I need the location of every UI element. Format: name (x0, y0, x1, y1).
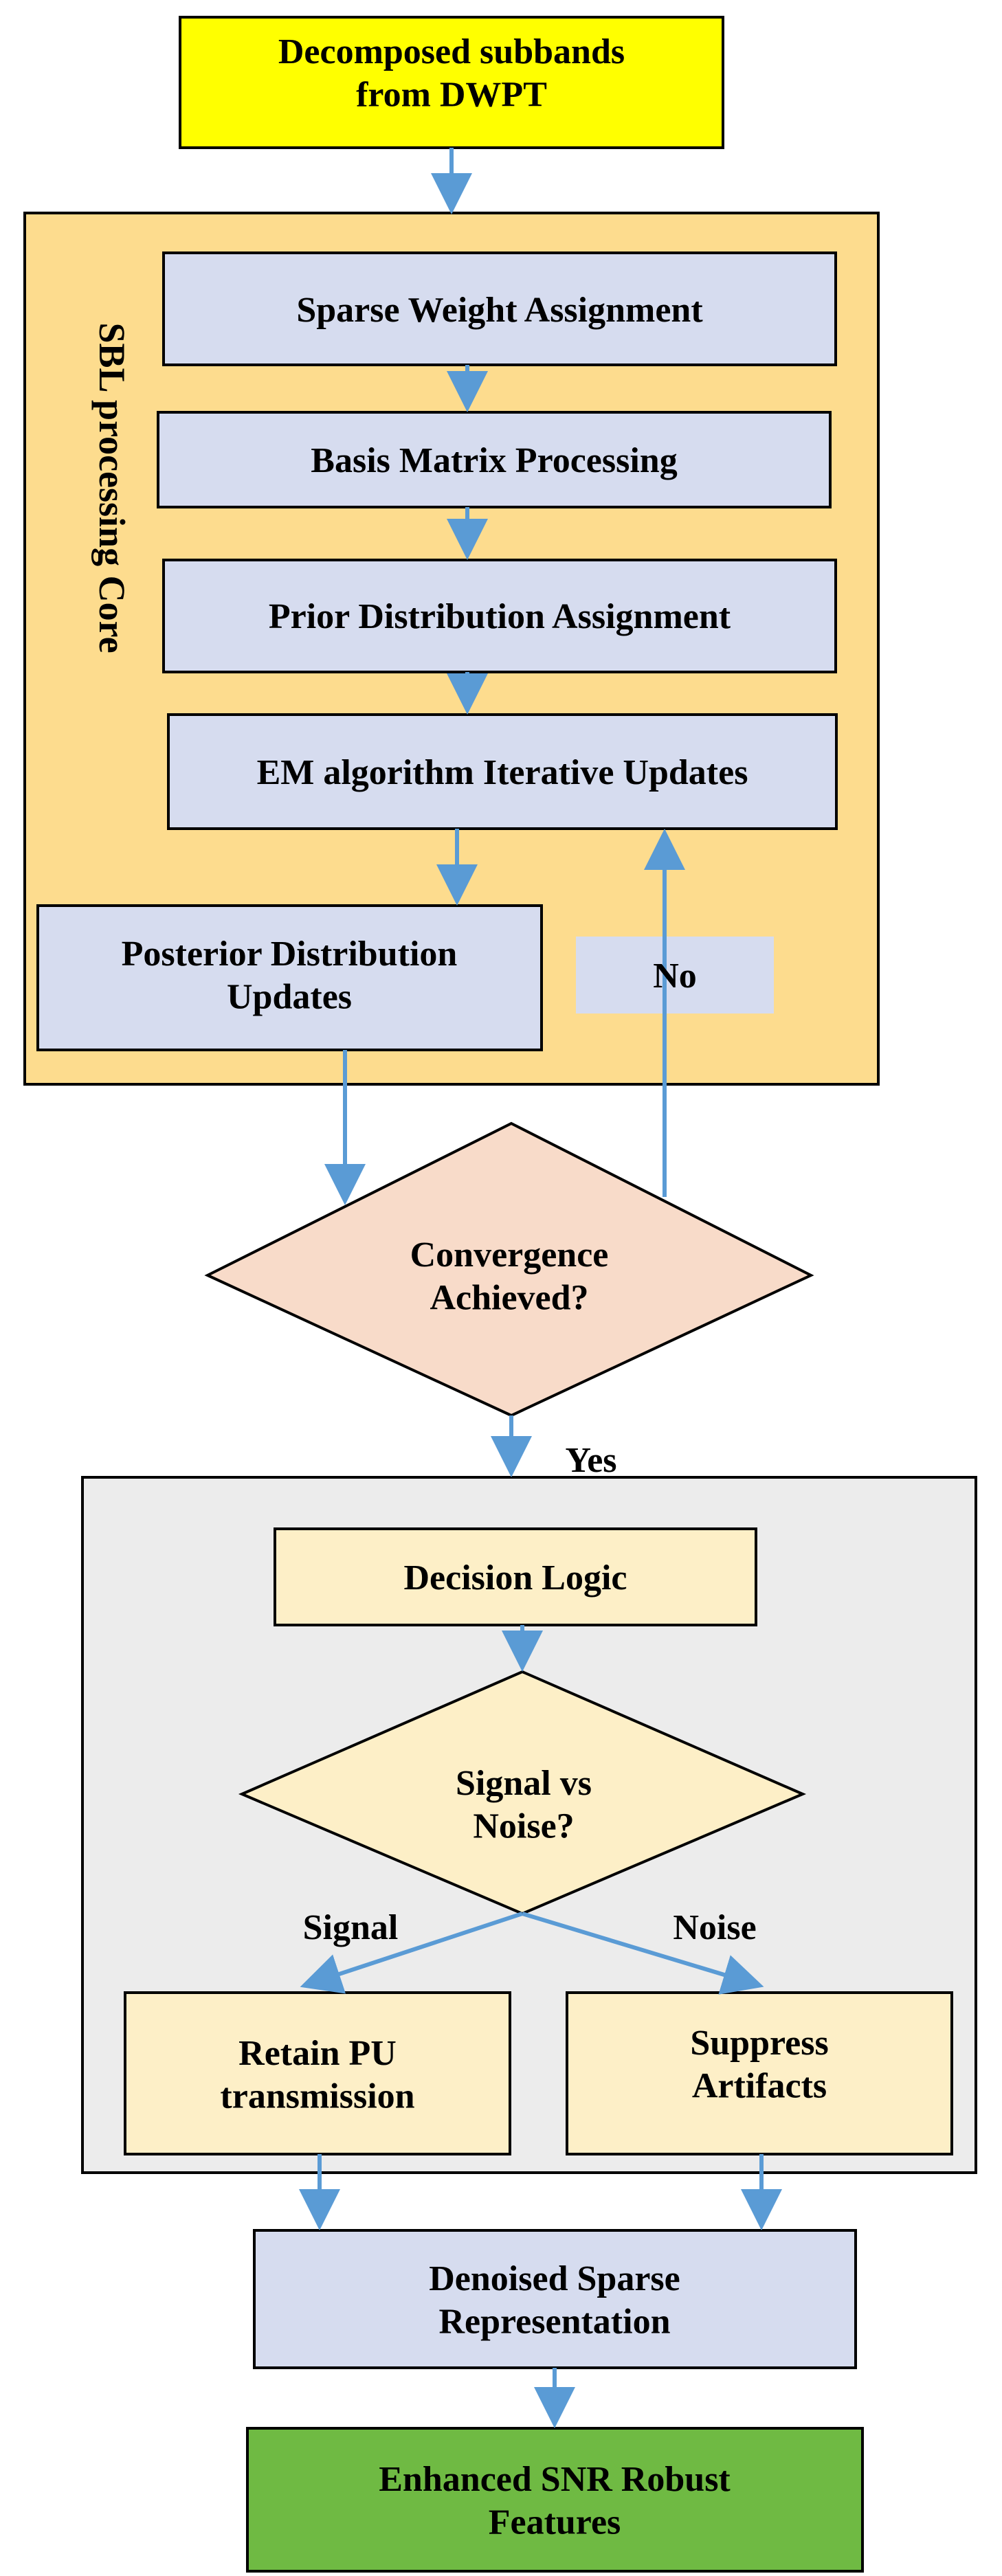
em-updates-box (167, 713, 838, 830)
text-line: Prior Distribution Assignment (269, 597, 731, 636)
enhanced-box (246, 2427, 864, 2573)
text-line: Retain PU (238, 2034, 397, 2073)
text-line: Achieved? (430, 1278, 588, 1317)
prior-dist-box (162, 559, 837, 673)
text-line: from DWPT (356, 75, 547, 114)
arrow-signal-branch (300, 1912, 523, 1994)
text-line: Features (489, 2502, 621, 2542)
text-line: Decomposed subbands (278, 32, 625, 71)
em-updates-text: EM algorithm Iterative Updates (257, 753, 748, 792)
decision-logic-box (274, 1527, 757, 1626)
no-box (576, 937, 774, 1013)
yes-label: Yes (565, 1441, 616, 1480)
text-line: Decision Logic (404, 1558, 627, 1598)
denoised-box (253, 2229, 857, 2369)
sparse-weight-text: Sparse Weight Assignment (296, 291, 703, 330)
text-line: Sparse Weight Assignment (296, 291, 703, 330)
decision-logic-text: Decision Logic (404, 1558, 627, 1598)
basis-matrix-box (157, 411, 832, 508)
text-line: Artifacts (692, 2066, 827, 2105)
text-line: Enhanced SNR Robust (379, 2460, 731, 2499)
start-text: Decomposed subbands from DWPT (278, 32, 625, 114)
sparse-weight-box (162, 251, 837, 366)
arrow-noise-branch (522, 1912, 764, 1995)
retain-box (124, 1991, 511, 2155)
text-line: transmission (220, 2076, 414, 2116)
text-line: Basis Matrix Processing (311, 441, 677, 480)
text-line: No (653, 956, 697, 996)
text-line: EM algorithm Iterative Updates (257, 753, 748, 792)
text-line: Updates (227, 977, 352, 1016)
noise-label: Noise (673, 1908, 756, 1947)
text-line: Suppress (690, 2024, 828, 2063)
sbl-core-label: SBL processing Core (91, 322, 133, 653)
connector-arrows (299, 148, 782, 2428)
text-line: Signal vs (456, 1764, 592, 1803)
posterior-box (36, 904, 543, 1051)
prior-dist-text: Prior Distribution Assignment (269, 597, 731, 636)
signal-label: Signal (303, 1908, 399, 1947)
suppress-box (566, 1991, 953, 2155)
text-line: Representation (438, 2302, 670, 2341)
no-text: No (653, 956, 697, 996)
text-line: Denoised Sparse (429, 2259, 680, 2298)
text-line: Convergence (410, 1235, 609, 1275)
text-line: Noise? (473, 1806, 574, 1846)
text-line: Posterior Distribution (122, 934, 458, 974)
basis-matrix-text: Basis Matrix Processing (311, 441, 677, 480)
start-box (179, 16, 724, 149)
